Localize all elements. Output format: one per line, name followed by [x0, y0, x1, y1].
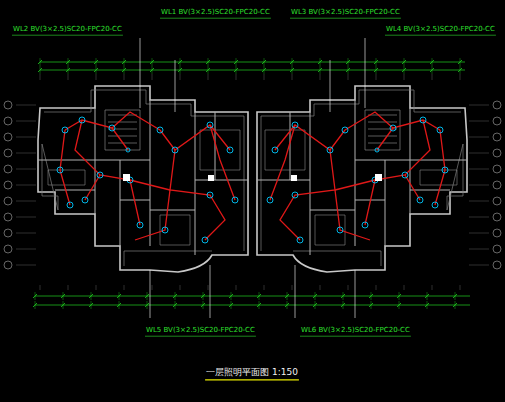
- axis-grid: [4, 74, 501, 290]
- half-plan: [38, 38, 248, 318]
- label-underline: [160, 18, 271, 19]
- circuit-label: WL1 BV(3×2.5)SC20-FPC20-CC: [160, 9, 271, 17]
- label-underline: [290, 18, 401, 19]
- label-underline: [145, 336, 256, 337]
- drawing-title: 一层照明平面图 1:150: [205, 368, 299, 378]
- circuit-label: WL4 BV(3×2.5)SC20-FPC20-CC: [385, 26, 496, 34]
- title-underline: [205, 379, 299, 380]
- circuit-label: WL2 BV(3×2.5)SC20-FPC20-CC: [12, 26, 123, 34]
- label-underline: [12, 35, 123, 36]
- circuit-label: WL6 BV(3×2.5)SC20-FPC20-CC: [300, 327, 411, 335]
- label-underline: [300, 336, 411, 337]
- circuit-label: WL5 BV(3×2.5)SC20-FPC20-CC: [145, 327, 256, 335]
- dimension-lines: [33, 58, 470, 309]
- label-underline: [385, 35, 496, 36]
- circuit-label: WL3 BV(3×2.5)SC20-FPC20-CC: [290, 9, 401, 17]
